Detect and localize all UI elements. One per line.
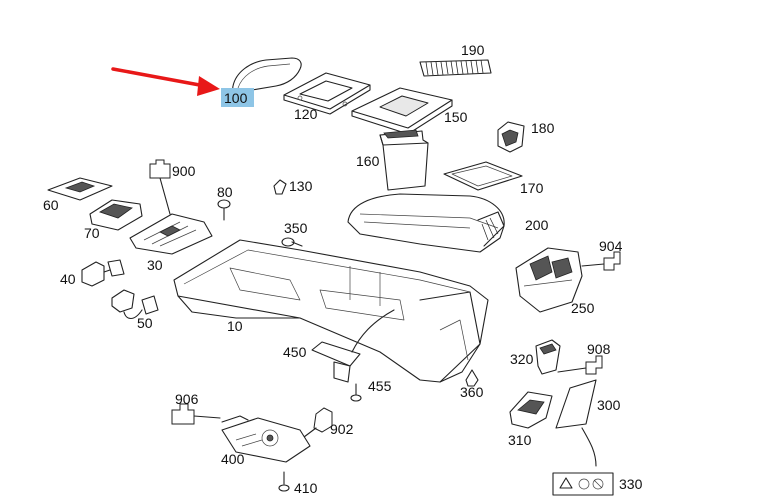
pointer-arrow [111,67,220,96]
label-120[interactable]: 120 [294,106,318,122]
label-902[interactable]: 902 [330,421,354,437]
label-180[interactable]: 180 [531,120,555,136]
part-310-ashtray[interactable] [509,391,553,429]
part-360-clip[interactable] [465,369,479,387]
callout-904-connector [603,251,621,271]
label-310[interactable]: 310 [508,432,532,448]
label-330[interactable]: 330 [619,476,643,492]
part-400-control-unit[interactable] [221,415,311,463]
label-900[interactable]: 900 [172,163,196,179]
label-200[interactable]: 200 [525,217,549,233]
callout-908-connector [585,355,603,375]
label-450[interactable]: 450 [283,344,307,360]
part-200-armrest[interactable] [347,193,505,253]
part-130-clip[interactable] [273,179,287,195]
part-40-switch[interactable] [81,259,125,287]
label-40[interactable]: 40 [60,271,76,287]
label-60[interactable]: 60 [43,197,59,213]
part-455-screw[interactable] [350,383,362,402]
label-30[interactable]: 30 [147,257,163,273]
label-350[interactable]: 350 [284,220,308,236]
callout-902-connector [313,407,333,433]
part-80-screw[interactable] [217,199,231,221]
label-455[interactable]: 455 [368,378,392,394]
part-120-frame[interactable] [283,72,371,115]
part-10-console-body[interactable] [173,239,489,383]
part-50-socket[interactable] [111,289,159,320]
label-410[interactable]: 410 [294,480,318,496]
callout-900-connector [149,159,171,179]
callout-906-connector [171,403,195,425]
label-150[interactable]: 150 [444,109,468,125]
part-170-mat[interactable] [443,161,523,191]
part-160-storage-insert[interactable] [379,129,429,191]
label-70[interactable]: 70 [84,225,100,241]
part-450-switch-panel[interactable] [311,309,395,383]
part-70-tray[interactable] [89,199,143,231]
part-180-latch[interactable] [497,121,525,153]
part-320-socket[interactable] [535,339,561,375]
label-250[interactable]: 250 [571,300,595,316]
label-908[interactable]: 908 [587,341,611,357]
part-350-screw[interactable] [281,237,303,247]
label-400[interactable]: 400 [221,451,245,467]
part-190-roller-blind[interactable] [419,59,492,77]
part-410-screw[interactable] [278,471,290,492]
label-904[interactable]: 904 [599,238,623,254]
label-50[interactable]: 50 [137,315,153,331]
part-150-cover-frame[interactable] [351,87,453,135]
part-300-cover[interactable] [555,379,597,467]
label-906[interactable]: 906 [175,391,199,407]
selected-label-highlight [221,88,254,107]
label-130[interactable]: 130 [289,178,313,194]
label-80[interactable]: 80 [217,184,233,200]
label-300[interactable]: 300 [597,397,621,413]
label-320[interactable]: 320 [510,351,534,367]
label-160[interactable]: 160 [356,153,380,169]
label-10[interactable]: 10 [227,318,243,334]
part-30-mechanism[interactable] [129,213,213,255]
label-190[interactable]: 190 [461,42,485,58]
label-360[interactable]: 360 [460,384,484,400]
part-250-rear-vent[interactable] [515,247,583,313]
part-60-mat[interactable] [47,177,113,201]
part-330-warning-label[interactable] [552,472,614,496]
part-100-armrest-cover[interactable] [232,57,302,93]
label-170[interactable]: 170 [520,180,544,196]
label-100[interactable]: 100 [224,90,248,106]
